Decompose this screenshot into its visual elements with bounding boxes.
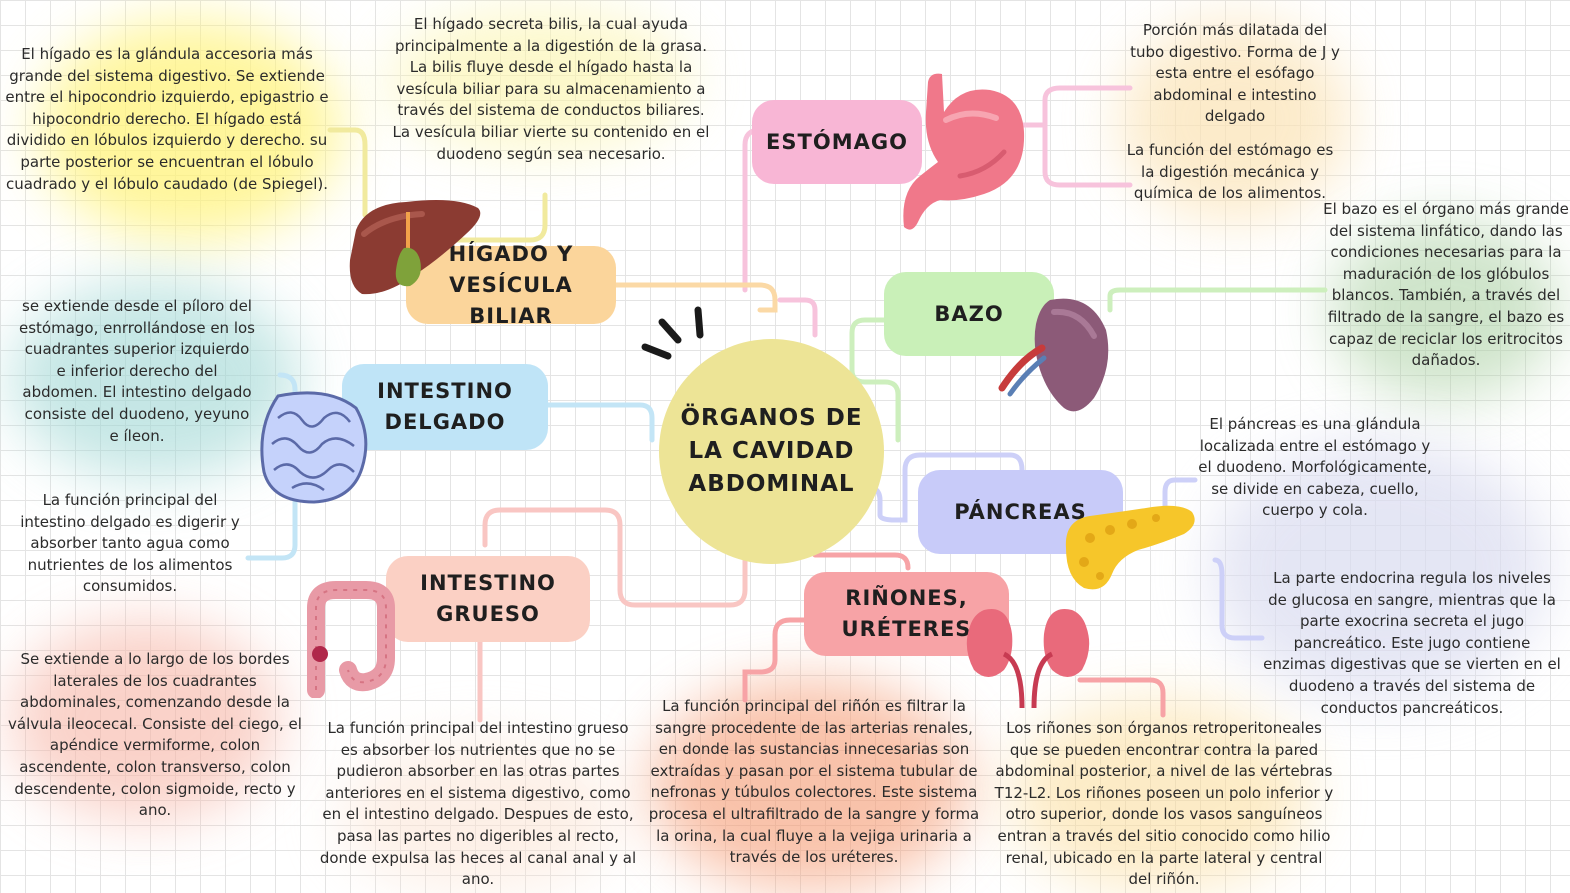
salmon-wash-colon (10, 620, 280, 820)
intestino-grueso-desc-2: La función principal del intestino grues… (319, 719, 637, 889)
kidney-icon (966, 609, 1090, 709)
lavender-wash-pancreas (1210, 440, 1550, 700)
central-topic: ÖRGANOS DE LA CAVIDAD ABDOMINAL (659, 339, 884, 564)
green-wash-spleen (1330, 220, 1560, 400)
intestino-delgado-desc-2: La función principal del intestino delga… (20, 491, 240, 596)
estomago-desc-2: La función del estómago es la digestión … (1126, 141, 1334, 203)
intestino-delgado-desc-1: se extiende desde el píloro del estómago… (18, 297, 255, 445)
label-higado: HÍGADO Y VESÍCULA BILIAR (406, 242, 616, 328)
orange-wash-kidney (650, 680, 970, 890)
peach-wash-stomach (1120, 20, 1350, 220)
stomach-icon (903, 73, 1025, 230)
intestino-grueso-desc-1: Se extiende a lo largo de los bordes lat… (8, 650, 302, 820)
label-intestino-grueso: INTESTINO GRUESO (386, 556, 590, 642)
yellow-wash-kidney2 (1010, 700, 1310, 890)
pancreas-desc-2: La parte endocrina regula los niveles de… (1263, 569, 1561, 717)
central-topic-title: ÖRGANOS DE LA CAVIDAD ABDOMINAL (680, 405, 863, 497)
higado-desc-1: El hígado es la glándula accesoria más g… (5, 45, 329, 193)
small-intestine-icon (260, 391, 368, 504)
large-intestine-icon (307, 581, 395, 698)
higado-desc-2: El hígado secreta bilis, la cual ayuda p… (392, 15, 710, 163)
yellow-wash-bile (390, 10, 690, 150)
rinones-desc-1: La función principal del riñón es filtra… (648, 697, 980, 867)
spleen-icon (998, 298, 1109, 412)
estomago-desc-1: Porción más dilatada del tubo digestivo.… (1130, 21, 1340, 126)
teal-wash (10, 280, 300, 480)
peach-wash-colon2 (340, 740, 620, 890)
label-estomago: ESTÓMAGO (752, 100, 922, 184)
bazo-desc-1: El bazo es el órgano más grande del sist… (1323, 200, 1569, 370)
yellow-wash-liver (40, 20, 340, 240)
label-bazo: BAZO (884, 272, 1054, 356)
rinones-desc-2: Los riñones son órganos retroperitoneale… (994, 719, 1334, 889)
label-intestino-delgado: INTESTINO DELGADO (342, 364, 548, 450)
liver-icon (349, 200, 481, 295)
pancreas-desc-1: El páncreas es una glándula localizada e… (1198, 415, 1432, 520)
pancreas-icon (1065, 505, 1195, 590)
